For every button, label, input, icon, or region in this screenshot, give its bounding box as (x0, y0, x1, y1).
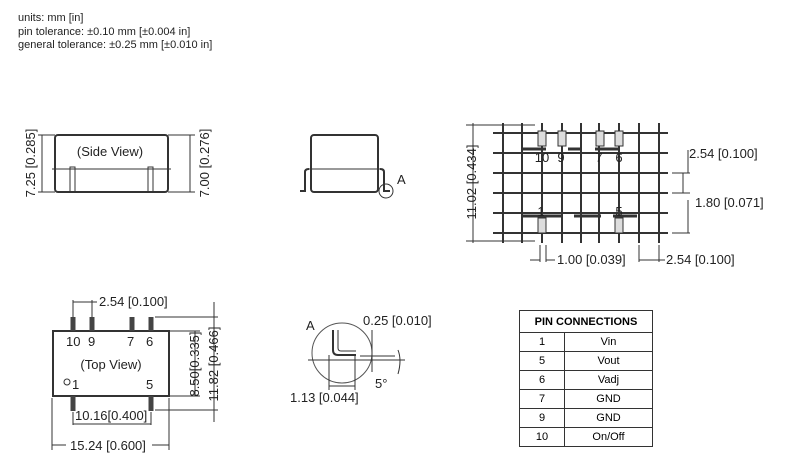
pin-function: Vout (564, 351, 653, 371)
dim-lead-angle: 5° (375, 376, 387, 391)
top-pin (148, 317, 154, 331)
dim-tv-total-height: 11.82 [0.466] (206, 327, 221, 402)
pin-function: On/Off (564, 427, 653, 447)
note-pin-tolerance: pin tolerance: ±0.10 mm [±0.004 in] (18, 26, 190, 38)
bottom-pin (70, 396, 76, 411)
notes: units: mm [in] pin tolerance: ±0.10 mm [… (18, 12, 212, 51)
pin-function: Vin (564, 332, 653, 352)
pin-number: 6 (519, 370, 565, 390)
fp-pin-9: 9 (557, 150, 564, 165)
dim-fp-pad-width: 1.00 [0.039] (557, 252, 626, 267)
fp-pin-1: 1 (537, 204, 544, 219)
footprint-pad (557, 130, 567, 147)
footprint-layout (466, 123, 690, 262)
dim-fp-pitch-v: 2.54 [0.100] (689, 146, 758, 161)
tv-pin-7: 7 (127, 334, 134, 349)
tv-pin-1: 1 (72, 377, 79, 392)
side-view: (Side View) 7.25 [0.285] 7.00 [0.276] (23, 129, 212, 198)
footprint-pad (614, 217, 624, 234)
pin-function: Vadj (564, 370, 653, 390)
dim-lead-thickness: 0.25 [0.010] (363, 313, 432, 328)
dim-tv-pin-span: 10.16[0.400] (75, 408, 147, 423)
pin-function: GND (564, 389, 653, 409)
fp-pin-5: 5 (615, 204, 622, 219)
top-pin (129, 317, 135, 331)
pin-number: 7 (519, 389, 565, 409)
footprint-pad (595, 130, 605, 147)
pin-function: GND (564, 408, 653, 428)
detail-marker-a: A (397, 172, 406, 187)
top-pin (70, 317, 76, 331)
top-view: 10 9 7 6 (Top View) 1 5 2.54 [0.100] 8.5… (51, 294, 221, 453)
tv-pin-6: 6 (146, 334, 153, 349)
tv-pin-5: 5 (146, 377, 153, 392)
end-view: A (300, 134, 406, 199)
fp-pin-10: 10 (535, 150, 549, 165)
pin-number: 9 (519, 408, 565, 428)
dim-fp-pitch-h: 2.54 [0.100] (666, 252, 735, 267)
dim-side-body-height: 7.00 [0.276] (197, 129, 212, 198)
note-general-tolerance: general tolerance: ±0.25 mm [±0.010 in] (18, 39, 212, 51)
dim-fp-height: 11.02 [0.434] (464, 145, 479, 220)
note-units: units: mm [in] (18, 12, 83, 24)
top-pin (89, 317, 95, 331)
footprint-pad (614, 130, 624, 147)
footprint-labels: 10 9 7 6 1 5 11.02 [0.434] 2.54 [0.100] … (464, 145, 764, 267)
side-view-label: (Side View) (77, 144, 143, 159)
fp-pin-7: 7 (595, 150, 602, 165)
dim-foot-length: 1.13 [0.044] (290, 390, 359, 405)
fp-pin-6: 6 (615, 150, 622, 165)
detail-a-label: A (306, 318, 315, 333)
dim-fp-pad: 1.80 [0.071] (695, 195, 764, 210)
footprint-pad (537, 217, 547, 234)
tv-pin-10: 10 (66, 334, 80, 349)
pin-number: 10 (519, 427, 565, 447)
tv-pin-9: 9 (88, 334, 95, 349)
footprint-pad (537, 130, 547, 147)
top-view-label: (Top View) (80, 357, 141, 372)
table-title: PIN CONNECTIONS (519, 310, 653, 333)
dim-tv-body-height: 8.50[0.335] (187, 331, 202, 396)
dim-side-height: 7.25 [0.285] (23, 129, 38, 198)
detail-a: A 0.25 [0.010] 1.13 [0.044] 5° (290, 313, 432, 405)
dim-tv-body-width: 15.24 [0.600] (70, 438, 146, 453)
dim-tv-pitch: 2.54 [0.100] (99, 294, 168, 309)
bottom-pin (148, 396, 154, 411)
pin-number: 1 (519, 332, 565, 352)
pin-number: 5 (519, 351, 565, 371)
